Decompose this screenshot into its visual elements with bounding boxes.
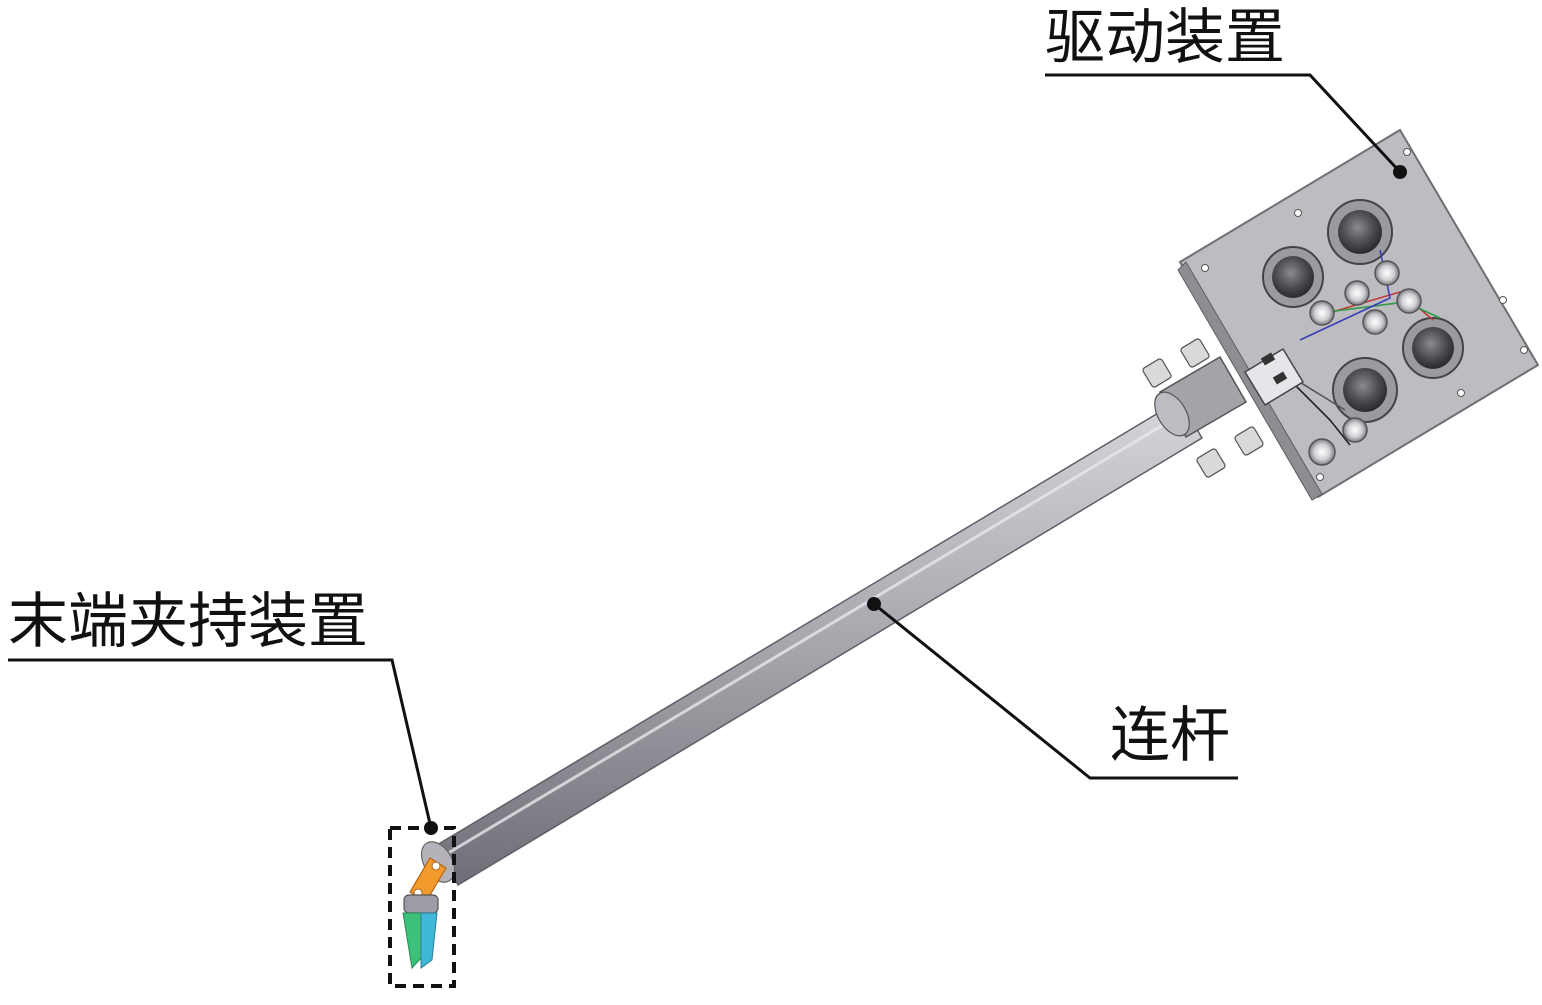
motor-right xyxy=(1402,317,1464,379)
leader-dot-end-gripper xyxy=(424,821,438,835)
leader-end-gripper xyxy=(8,658,433,829)
label-drive-device: 驱动装置 xyxy=(1045,3,1285,73)
label-link-rod: 连杆 xyxy=(1110,701,1230,771)
motor-top xyxy=(1327,199,1393,265)
leader-lines xyxy=(8,73,1402,829)
drive-device xyxy=(1177,128,1540,501)
gripper-highlight-box xyxy=(388,826,456,988)
leader-drive-device xyxy=(1045,73,1402,174)
leader-dot-link-rod xyxy=(867,597,881,611)
leader-link-rod xyxy=(873,602,1238,780)
label-end-gripper: 末端夹持装置 xyxy=(8,587,368,657)
rod-mount xyxy=(1142,338,1264,478)
end-gripper xyxy=(402,841,456,970)
leader-dot-drive-device xyxy=(1393,165,1407,179)
link-rod xyxy=(436,398,1204,887)
motor-bottom xyxy=(1332,357,1398,423)
idler-pulleys xyxy=(1308,260,1422,466)
motor-left xyxy=(1262,246,1324,308)
coupling-block xyxy=(1243,347,1305,407)
